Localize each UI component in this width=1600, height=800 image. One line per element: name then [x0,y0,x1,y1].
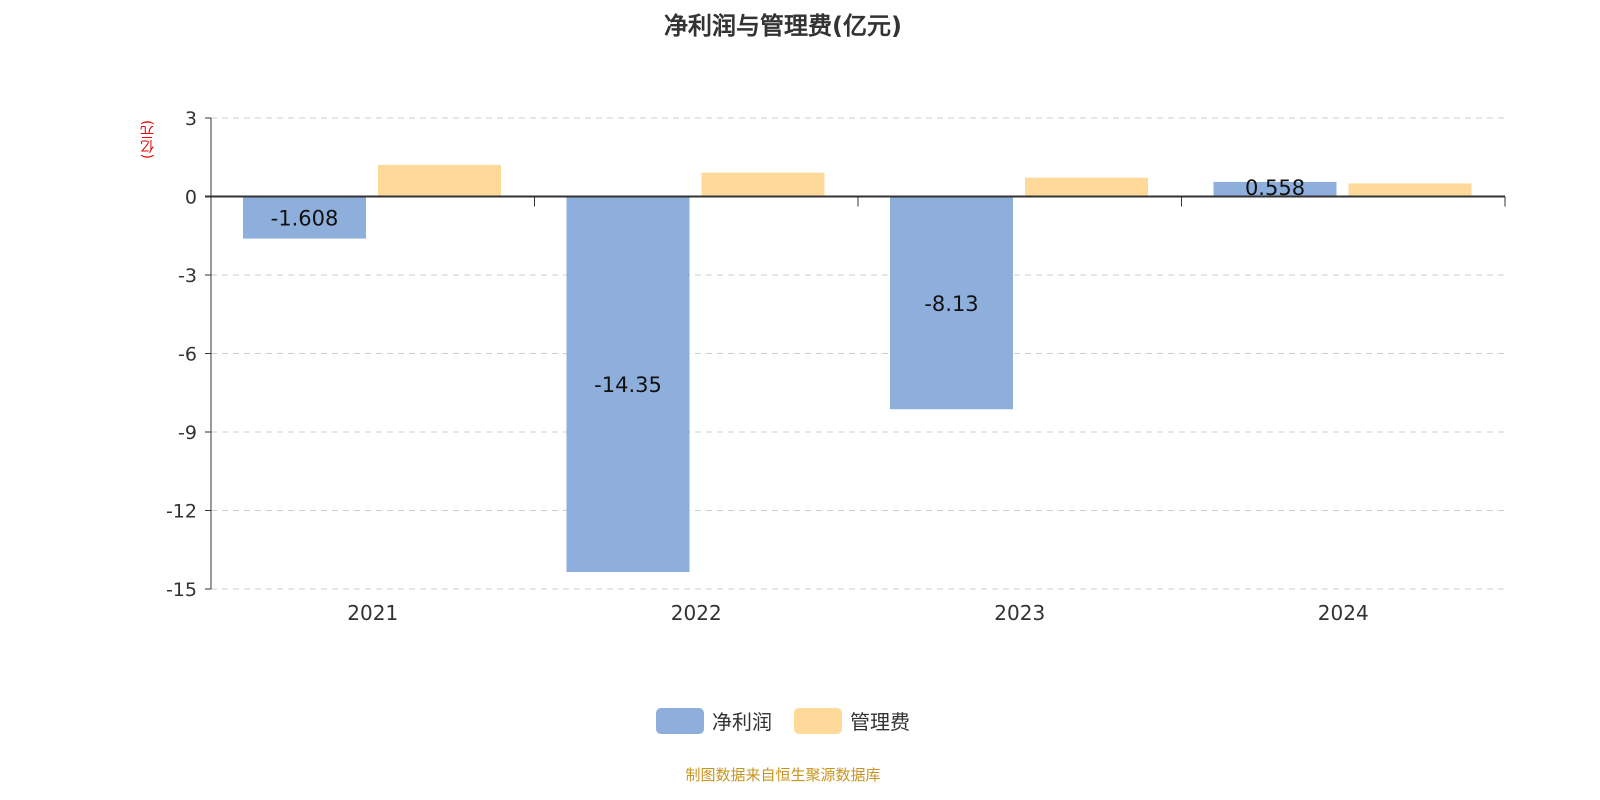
bar-net-profit-2021 [243,196,366,239]
y-tick-label: -12 [166,501,197,523]
bar-net-profit-2023 [890,196,1013,410]
y-tick-label: -3 [178,265,197,287]
data-source: 制图数据来自恒生聚源数据库 [685,766,881,784]
legend-item-admin-fee[interactable]: 管理费 [794,706,910,735]
x-tick-label: 2021 [347,601,398,625]
y-tick-label: -6 [178,344,197,366]
bar-admin-fee-2022 [701,172,825,197]
legend-label: 管理费 [850,710,910,734]
bar-data-label: -8.13 [924,292,978,316]
legend-item-net-profit[interactable]: 净利润 [656,706,772,735]
y-tick-label: 3 [185,108,197,130]
y-tick-label: -9 [178,422,197,444]
x-tick-label: 2023 [994,601,1045,625]
bar-admin-fee-2024 [1348,183,1472,197]
y-tick-label: -15 [166,579,197,601]
bar-data-label: -1.608 [271,207,339,231]
legend-swatch [794,707,842,734]
x-tick-label: 2024 [1318,601,1369,625]
bar-data-label: -14.35 [594,373,662,397]
bar-admin-fee-2021 [378,164,501,197]
bar-net-profit-2024 [1213,181,1337,197]
legend-swatch [656,707,704,734]
x-tick-label: 2022 [671,601,722,625]
legend: 净利润 管理费 [0,706,1566,735]
bar-net-profit-2022 [566,196,690,572]
chart-title: 净利润与管理费(亿元) [664,12,902,40]
bar-admin-fee-2023 [1025,177,1148,197]
y-tick-label: 0 [185,187,197,209]
legend-label: 净利润 [712,710,772,734]
